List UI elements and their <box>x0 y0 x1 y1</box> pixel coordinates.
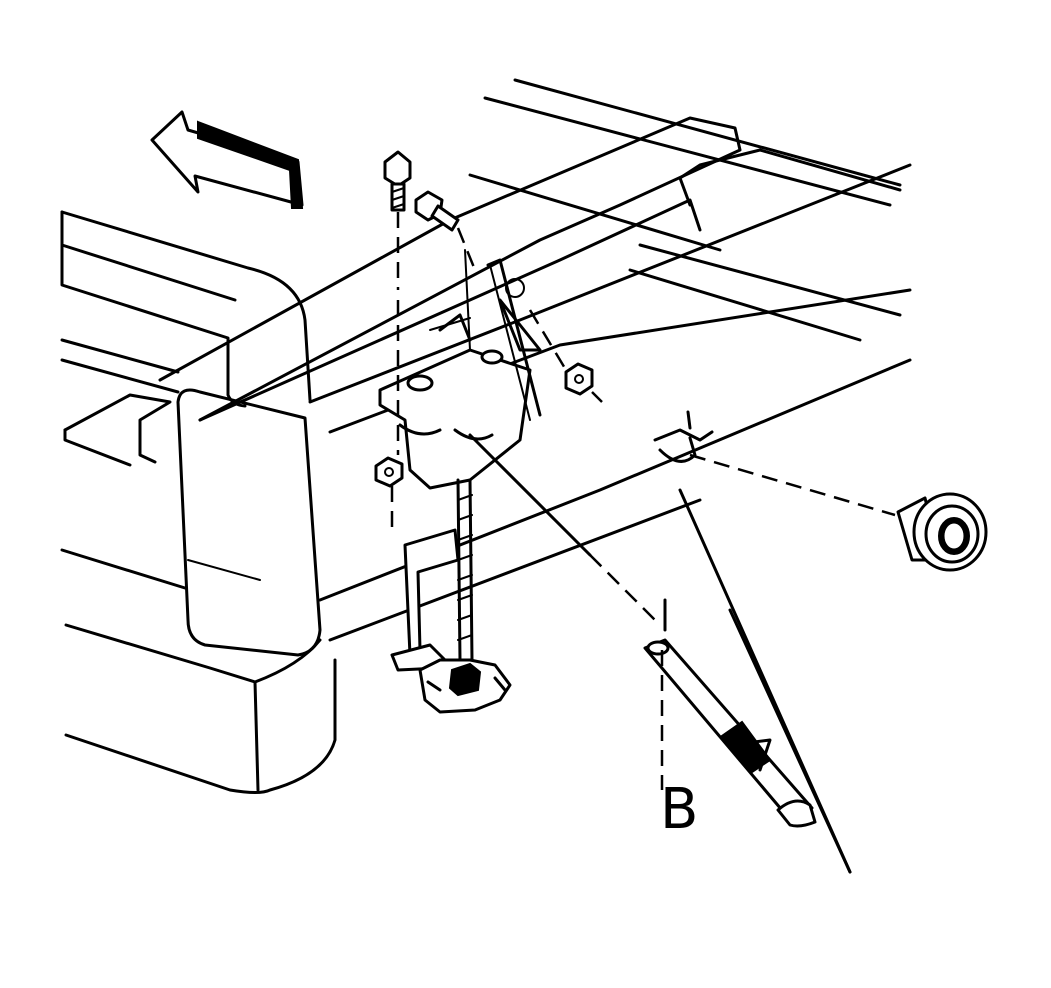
rear-bumper <box>60 210 337 794</box>
lock-cylinder <box>896 492 988 572</box>
leader-lines <box>678 488 852 874</box>
bolt <box>383 150 412 290</box>
direction-arrow <box>150 110 304 209</box>
nut-right <box>528 309 603 403</box>
callout-label: B <box>660 777 698 842</box>
nut-left <box>374 300 404 530</box>
bolt-angled <box>414 190 477 271</box>
callout-b: B <box>660 777 698 842</box>
cable <box>456 478 474 662</box>
lock-shaft <box>468 433 817 828</box>
retaining-clip <box>653 410 896 517</box>
spare-tire-hoist <box>390 528 512 714</box>
bracket <box>378 249 542 490</box>
